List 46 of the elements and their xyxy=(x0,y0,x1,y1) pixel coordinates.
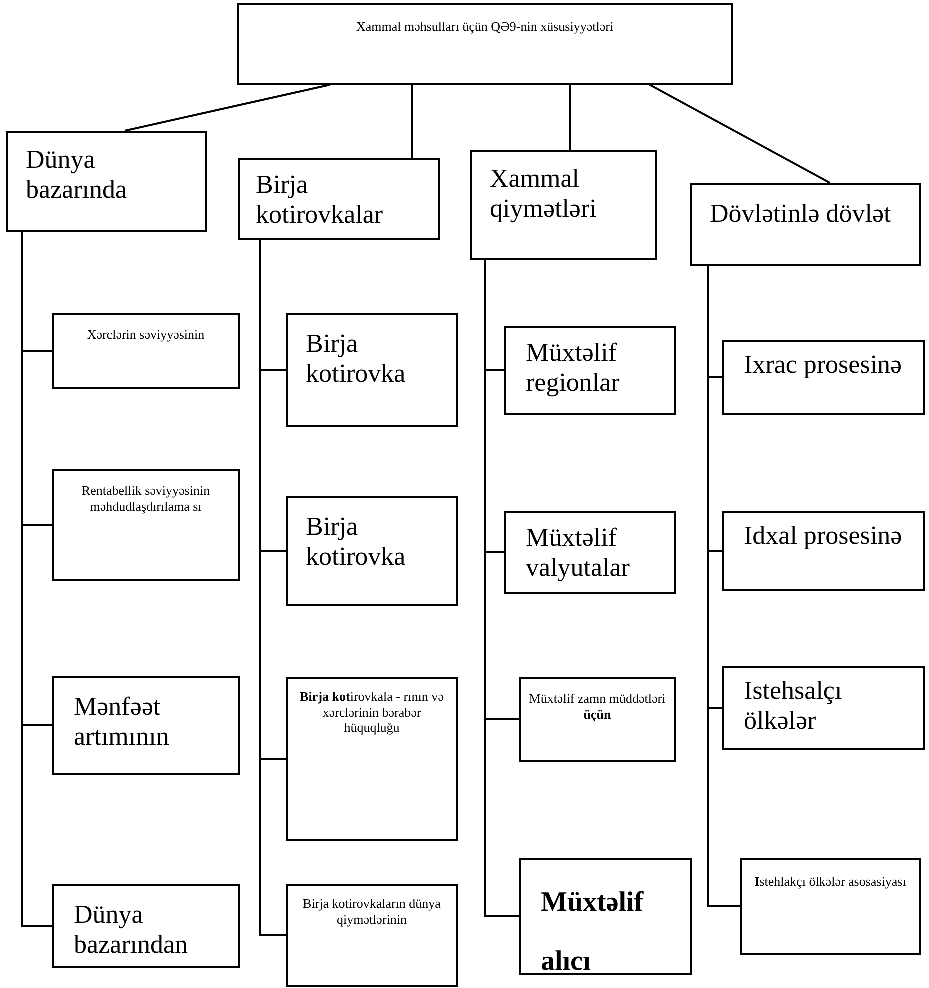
process-box xyxy=(286,884,458,987)
process-box xyxy=(740,858,921,955)
box-text: Xərclərin səviyyəsinin xyxy=(86,327,206,343)
process-box xyxy=(52,884,240,968)
process-box xyxy=(52,676,240,775)
process-box xyxy=(722,511,925,591)
box-text: Idxal prosesinə xyxy=(744,521,903,551)
process-box xyxy=(470,150,657,260)
connector-line xyxy=(650,84,830,184)
box-text: Dünya bazarından xyxy=(74,900,190,960)
box-text: Dünya bazarında xyxy=(26,145,128,205)
process-box xyxy=(238,158,440,240)
process-box xyxy=(722,340,925,415)
process-box xyxy=(690,183,921,266)
box-text: Birja kotirovkala - rının və xərclərinin bərabər hüquqluğu xyxy=(299,689,445,736)
process-box xyxy=(237,3,733,85)
box-text: Müxtəlif alıcı xyxy=(541,886,645,979)
process-box xyxy=(504,511,676,594)
box-text: Xammal məhsulları üçün QƏ9-nin xüsusiyyətləri xyxy=(355,19,615,35)
process-box xyxy=(6,131,207,232)
process-box xyxy=(52,469,240,581)
connector-line xyxy=(411,85,413,158)
box-text: Birja kotirovka xyxy=(306,329,407,389)
box-text: Birja kotirovka xyxy=(306,512,407,572)
box-text: Rentabellik səviyyəsinin məhdudlaşdırılama sı xyxy=(80,483,212,514)
box-text: Birja kotirovkalar xyxy=(256,170,384,230)
process-box xyxy=(286,677,458,841)
process-box xyxy=(286,496,458,606)
box-text: Müxtəlif valyutalar xyxy=(526,523,631,583)
box-text: Mənfəət artımının xyxy=(74,692,170,752)
box-text: Müxtəlif zamn müddətləri üçün xyxy=(528,691,667,722)
connector-line xyxy=(124,84,330,132)
box-text: Istehsalçı ölkələr xyxy=(744,676,844,736)
box-text: Ixrac prosesinə xyxy=(744,350,903,380)
connector-line xyxy=(569,85,571,150)
process-box xyxy=(519,677,676,762)
box-text: Müxtəlif regionlar xyxy=(526,338,621,398)
process-box xyxy=(519,858,692,975)
box-text: Dövlətinlə dövlət xyxy=(710,199,892,229)
process-box xyxy=(722,666,925,750)
process-box xyxy=(286,313,458,427)
box-text: Birja kotirovkaların dünya qiymətlərinin xyxy=(302,896,442,928)
box-text: Istehlakçı ölkələr asosasiyası xyxy=(754,874,908,890)
process-box xyxy=(52,313,240,389)
box-text: Xammal qiymətləri xyxy=(490,164,598,224)
process-box xyxy=(504,326,676,415)
